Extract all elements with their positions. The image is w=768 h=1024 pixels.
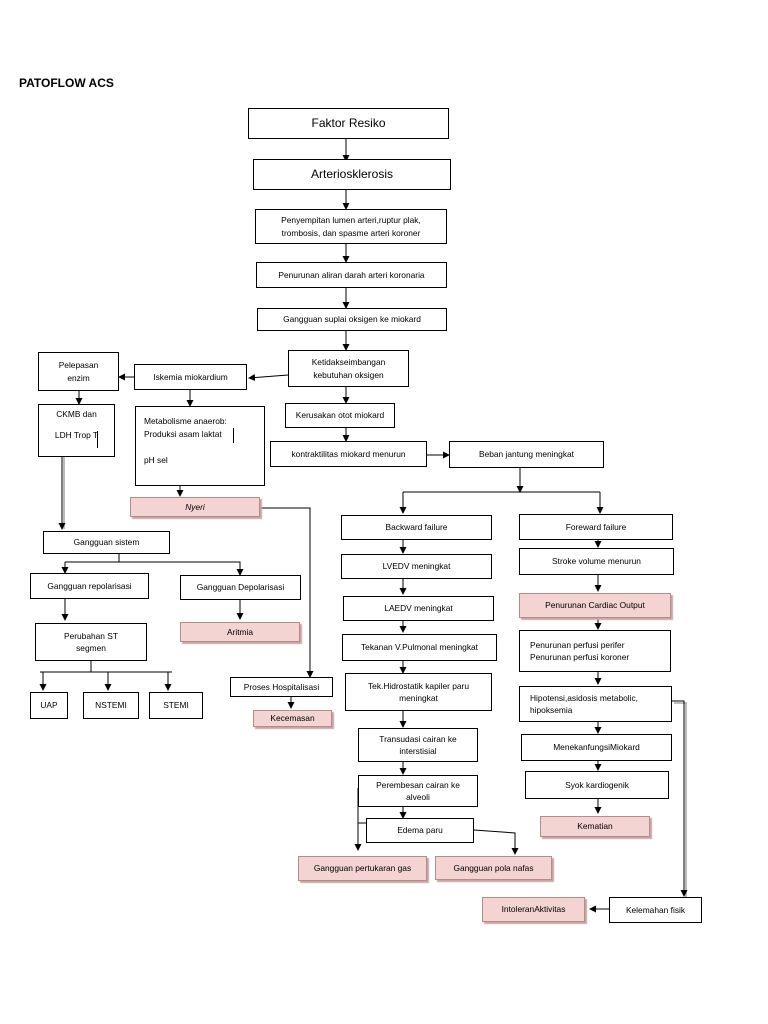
node-gangguan-suplai: Gangguan suplai oksigen ke miokard	[257, 308, 447, 331]
node-ketidakseimbangan: Ketidakseimbangan kebutuhan oksigen	[288, 350, 409, 387]
node-transudasi: Transudasi cairan ke interstisial	[358, 728, 478, 762]
node-syok-kardiogenik: Syok kardiogenik	[525, 771, 669, 799]
ckmb-tick	[97, 431, 98, 448]
node-arteriosklerosis: Arteriosklerosis	[253, 159, 451, 190]
line-hipo-to-kelemahan-shadow	[674, 702, 687, 897]
node-kontraktilitas: kontraktilitas miokard menurun	[270, 441, 427, 467]
node-metabolisme: Metabolisme anaerob: Produksi asam lakta…	[135, 406, 265, 486]
node-proses-hospitalisasi: Proses Hospitalisasi	[230, 677, 333, 697]
node-backward-failure: Backward failure	[341, 515, 492, 540]
page-title: PATOFLOW ACS	[19, 76, 114, 90]
node-laedv: LAEDV meningkat	[343, 596, 494, 621]
metab-tick	[233, 428, 234, 443]
node-lvedv: LVEDV meningkat	[341, 554, 492, 579]
node-kelemahan-fisik: Kelemahan fisik	[609, 897, 702, 923]
node-stemi: STEMI	[149, 692, 203, 719]
node-penyempitan: Penyempitan lumen arteri,ruptur plak, tr…	[255, 209, 447, 244]
node-perubahan-st: Perubahan ST segmen	[35, 623, 147, 661]
node-gangguan-depolarisasi: Gangguan Depolarisasi	[180, 575, 301, 600]
line-hipo-to-kelemahan	[672, 700, 685, 895]
line-nyeri-to-hosp	[260, 507, 311, 673]
node-gangguan-repolarisasi: Gangguan repolarisasi	[30, 573, 149, 599]
node-gangguan-pertukaran-gas: Gangguan pertukaran gas	[298, 856, 427, 881]
node-iskemia: Iskemia miokardium	[134, 364, 247, 390]
node-ckmb: CKMB dan LDH Trop T	[38, 404, 115, 457]
node-nstemi: NSTEMI	[83, 692, 139, 719]
node-kerusakan-otot: Kerusakan otot miokard	[285, 403, 395, 428]
node-edema-paru: Edema paru	[366, 818, 474, 843]
node-nyeri: Nyeri	[130, 497, 260, 517]
node-kecemasan: Kecemasan	[253, 710, 332, 727]
node-hipotensi: Hipotensi,asidosis metabolic, hipoksemia	[519, 686, 672, 722]
arrow-ketidak-to-iskemia	[248, 374, 289, 382]
node-menekan-fungsi: MenekanfungsiMiokard	[521, 734, 672, 761]
node-tek-hidrostatik: Tek.Hidrostatik kapiler paru meningkat	[345, 673, 492, 711]
node-penurunan-perfusi: Penurunan perfusi perifer Penurunan perf…	[519, 630, 671, 672]
node-faktor-resiko: Faktor Resiko	[248, 108, 449, 139]
node-gangguan-pola-nafas: Gangguan pola nafas	[435, 856, 552, 880]
node-gangguan-sistem: Gangguan sistem	[43, 531, 170, 554]
line-edema-left-b	[357, 822, 366, 848]
node-beban-jantung: Beban jantung meningkat	[449, 441, 604, 468]
node-tekanan-pulmonal: Tekanan V.Pulmonal meningkat	[342, 634, 497, 661]
node-pelepasan-enzim: Pelepasan enzim	[38, 352, 119, 391]
node-perembesan: Perembesan cairan ke alveoli	[358, 775, 478, 807]
node-aritmia: Aritmia	[180, 622, 300, 642]
node-foreward-failure: Foreward failure	[519, 514, 673, 540]
line-edema-right	[473, 829, 516, 852]
node-stroke-volume: Stroke volume menurun	[519, 548, 674, 575]
node-penurunan-aliran: Penurunan aliran darah arteri koronaria	[256, 262, 447, 288]
node-kematian: Kematian	[540, 816, 650, 837]
node-uap: UAP	[30, 692, 68, 719]
node-intoleran-aktivitas: IntoleranAktivitas	[482, 897, 585, 922]
node-penurunan-cardiac-output: Penurunan Cardiac Output	[519, 593, 671, 618]
